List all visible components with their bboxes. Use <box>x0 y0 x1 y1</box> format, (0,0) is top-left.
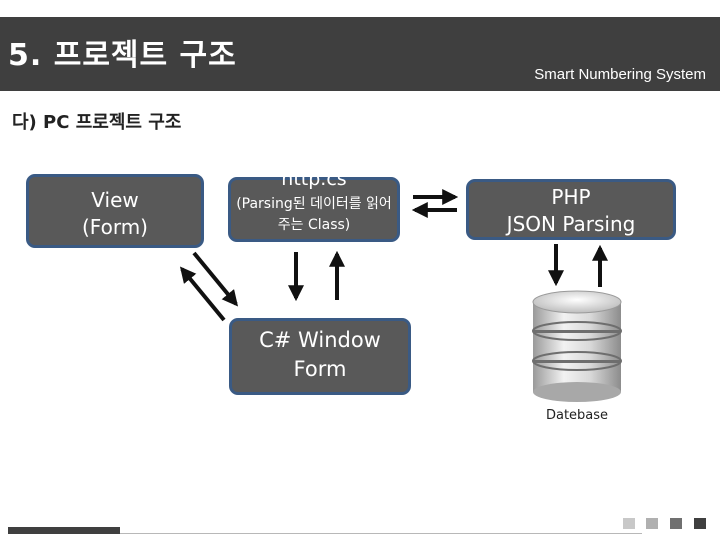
view-box-line1: View <box>91 188 139 212</box>
footer-square-1 <box>623 518 635 529</box>
csharp-box-line2: Form <box>293 357 347 381</box>
header-subtitle: Smart Numbering System <box>534 66 706 83</box>
csharp-box-line1: C# Window <box>259 328 381 352</box>
csharp-window-form-box: C# Window Form <box>229 318 411 395</box>
footer-square-2 <box>646 518 658 529</box>
view-form-box: View (Form) <box>26 174 204 248</box>
section-heading: 다) PC 프로젝트 구조 <box>12 112 182 133</box>
slide-title: 5. 프로젝트 구조 <box>8 38 237 73</box>
php-box-line2: JSON Parsing <box>506 212 636 236</box>
http-box-title: http.cs <box>281 168 347 190</box>
arrow-view-to-csharp <box>192 251 239 307</box>
view-box-line2: (Form) <box>82 215 148 239</box>
database-label: Datebase <box>545 408 609 423</box>
http-cs-box: http.cs (Parsing된 데이터를 읽어주는 Class) <box>228 168 400 242</box>
footer-left-bar <box>8 527 120 534</box>
http-box-description: (Parsing된 데이터를 읽어주는 Class) <box>236 196 392 233</box>
arrow-csharp-to-view <box>179 266 226 322</box>
header-bar <box>0 17 720 91</box>
footer-square-3 <box>670 518 682 529</box>
footer-square-4 <box>694 518 706 529</box>
php-box-line1: PHP <box>551 185 591 209</box>
database-icon <box>532 290 622 402</box>
footer-divider <box>120 533 642 534</box>
php-json-box: PHP JSON Parsing <box>466 179 676 240</box>
